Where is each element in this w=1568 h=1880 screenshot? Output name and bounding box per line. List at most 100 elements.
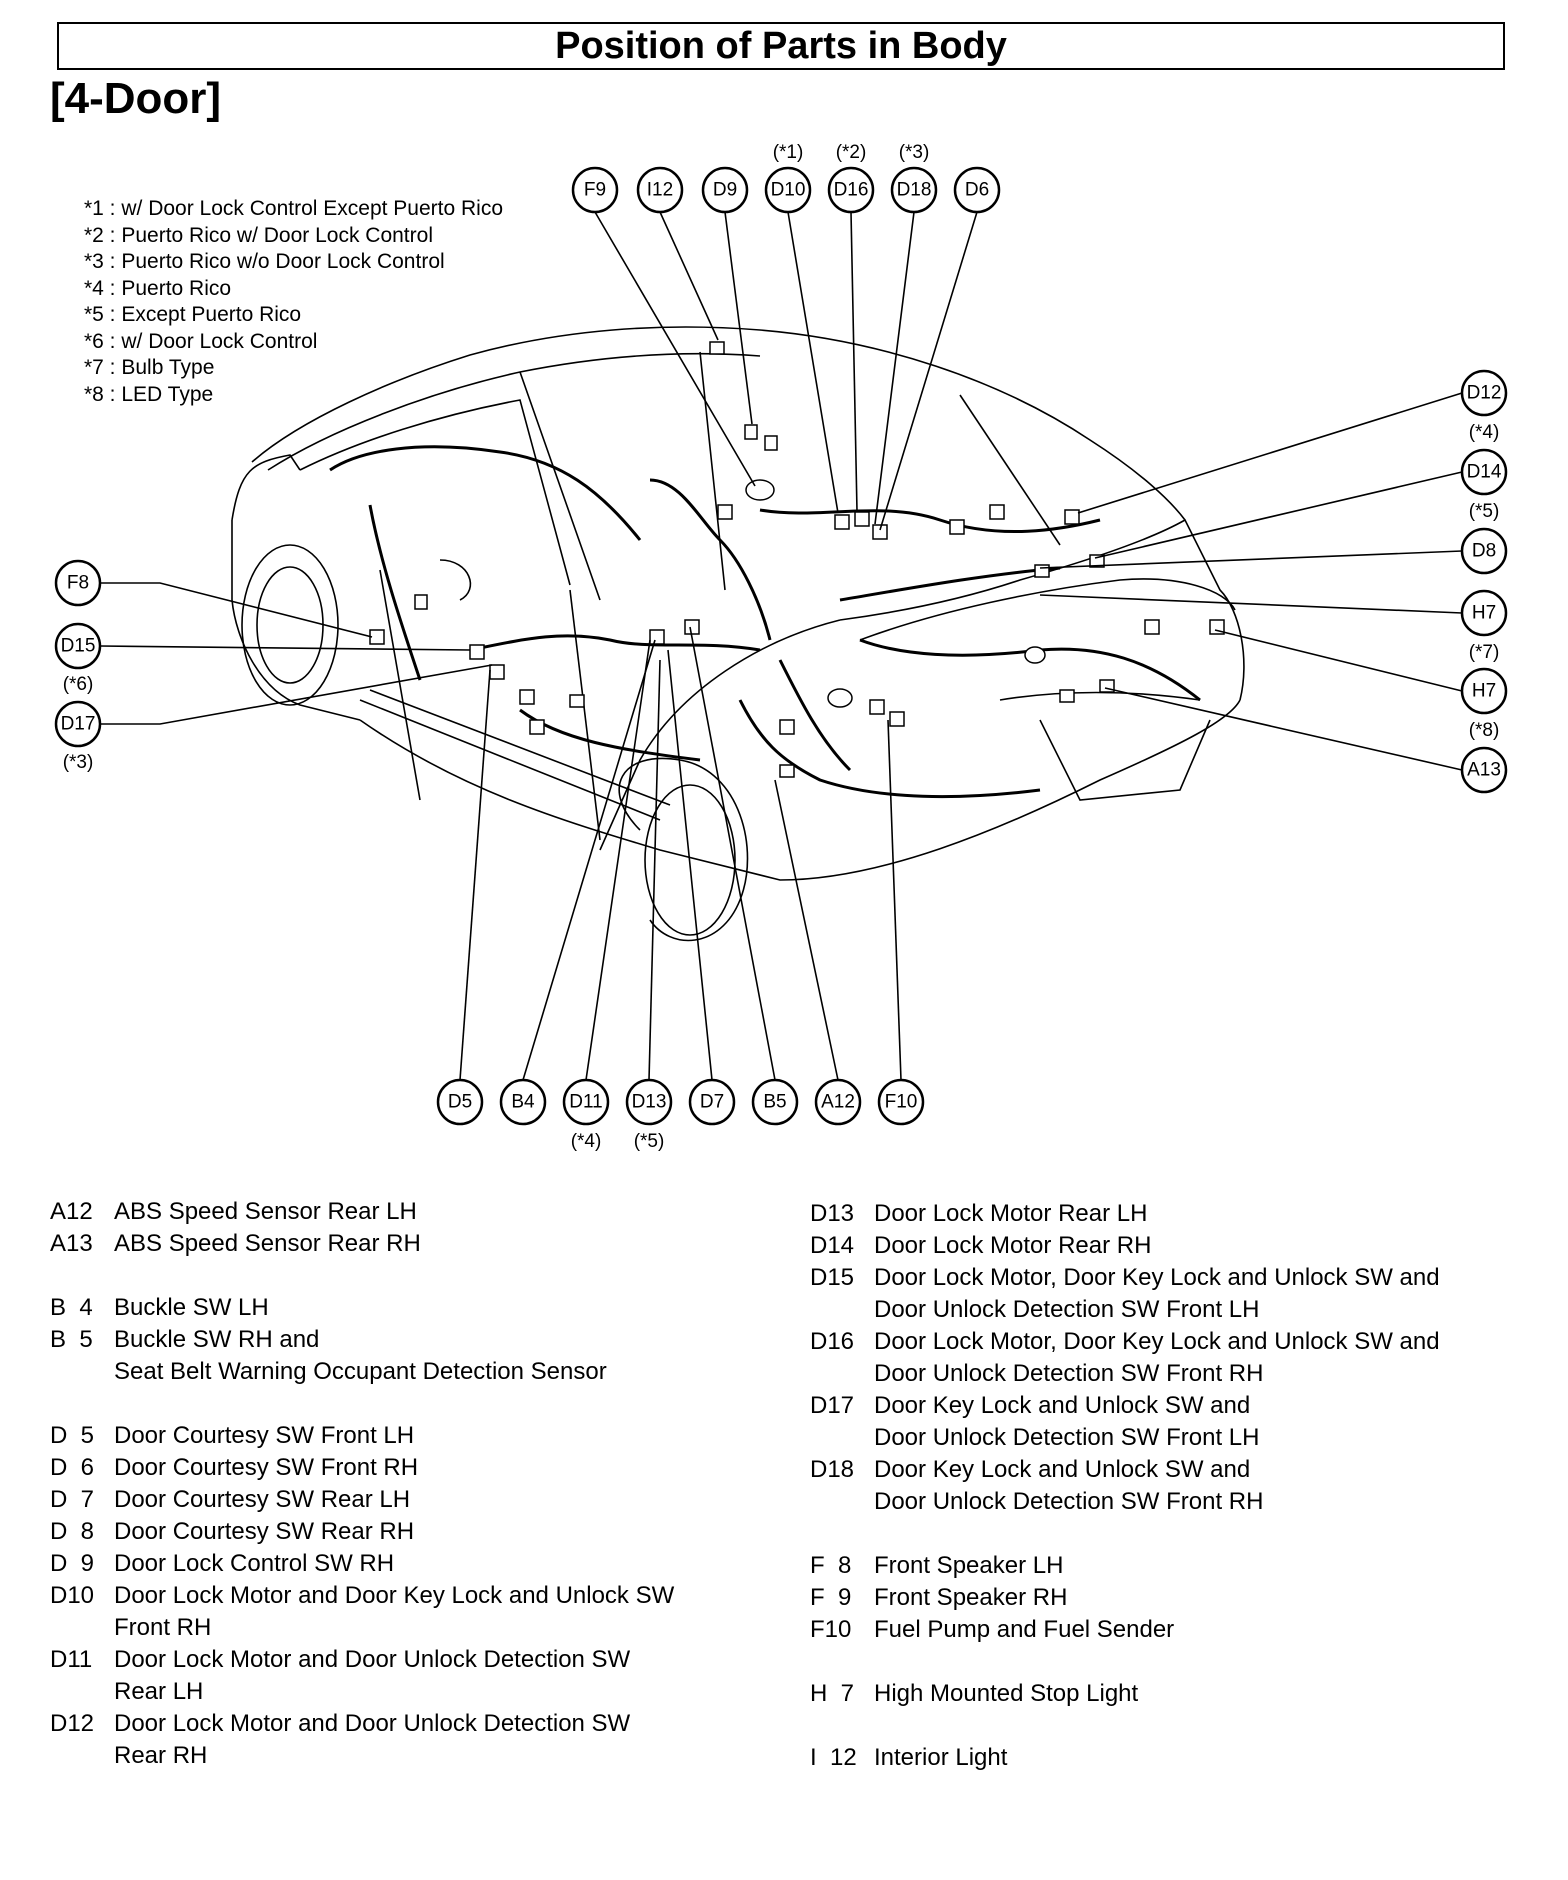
cond-D10: (*1) bbox=[773, 142, 804, 163]
svg-text:B5: B5 bbox=[763, 1092, 786, 1113]
car-body-diagram: F9 I12 D9 D10 D16 D18 D6 (*1) (*2) (*3) … bbox=[54, 142, 1508, 1152]
legend-entry: Seat Belt Warning Occupant Detection Sen… bbox=[50, 1356, 674, 1388]
svg-text:D5: D5 bbox=[448, 1092, 472, 1113]
legend-code: D14 bbox=[810, 1232, 855, 1259]
legend-entry: D13 Door Lock Motor Rear LH bbox=[810, 1198, 1440, 1230]
legend-entry: Door Unlock Detection SW Front RH bbox=[810, 1358, 1440, 1390]
legend-code: B 5 bbox=[50, 1326, 93, 1353]
legend-code: D15 bbox=[810, 1264, 855, 1291]
cond-D18: (*3) bbox=[899, 142, 930, 163]
svg-text:F10: F10 bbox=[885, 1092, 918, 1113]
svg-text:D11: D11 bbox=[569, 1092, 602, 1113]
legend-code: I 12 bbox=[810, 1744, 857, 1771]
cond-D16: (*2) bbox=[836, 142, 867, 163]
svg-text:D10: D10 bbox=[771, 180, 806, 201]
callout-A13: A13 bbox=[1460, 746, 1508, 794]
svg-text:I12: I12 bbox=[647, 180, 673, 201]
leader-lines bbox=[99, 211, 1463, 1081]
cond-D11: (*4) bbox=[571, 1131, 602, 1152]
callout-B4: B4 bbox=[499, 1078, 547, 1126]
legend-description: Door Courtesy SW Rear RH bbox=[114, 1518, 415, 1545]
legend-description: Front Speaker RH bbox=[874, 1584, 1068, 1611]
callout-D9: D9 bbox=[701, 166, 749, 214]
callout-B5: B5 bbox=[751, 1078, 799, 1126]
note-6: *6 : w/ Door Lock Control bbox=[84, 329, 318, 353]
svg-text:A13: A13 bbox=[1467, 760, 1501, 781]
legend-code: D 7 bbox=[50, 1486, 95, 1513]
callout-D16: D16 bbox=[827, 166, 875, 214]
callout-D18: D18 bbox=[890, 166, 938, 214]
legend-entry: D15 Door Lock Motor, Door Key Lock and Un… bbox=[810, 1262, 1440, 1294]
legend-code: D11 bbox=[50, 1646, 93, 1673]
cond-D17: (*3) bbox=[63, 752, 94, 773]
callout-A12: A12 bbox=[814, 1078, 862, 1126]
svg-text:D13: D13 bbox=[632, 1092, 667, 1113]
legend-entry: A12 ABS Speed Sensor Rear LH bbox=[50, 1196, 674, 1228]
svg-text:D7: D7 bbox=[700, 1092, 724, 1113]
condition-notes: *1 : w/ Door Lock Control Except Puerto … bbox=[84, 196, 503, 408]
note-3: *3 : Puerto Rico w/o Door Lock Control bbox=[84, 250, 445, 273]
legend-entry: Rear LH bbox=[50, 1676, 674, 1708]
svg-text:D9: D9 bbox=[713, 180, 737, 201]
legend-code: H 7 bbox=[810, 1680, 855, 1707]
legend-code bbox=[810, 1422, 874, 1454]
legend-description: Buckle SW RH and bbox=[114, 1326, 320, 1353]
legend-description: Rear LH bbox=[114, 1678, 204, 1705]
note-8: *8 : LED Type bbox=[84, 382, 214, 406]
legend-description: Door Lock Motor, Door Key Lock and Unloc… bbox=[874, 1328, 1440, 1355]
callout-F10: F10 bbox=[877, 1078, 925, 1126]
legend-description: ABS Speed Sensor Rear LH bbox=[114, 1198, 417, 1225]
legend-description: Front RH bbox=[114, 1614, 212, 1641]
legend-description: Rear RH bbox=[114, 1742, 208, 1769]
legend-gap bbox=[810, 1518, 1440, 1550]
legend-description: Door Lock Motor Rear LH bbox=[874, 1200, 1148, 1227]
cond-D15: (*6) bbox=[63, 674, 94, 695]
legend-code: D 6 bbox=[50, 1454, 95, 1481]
svg-text:D6: D6 bbox=[965, 180, 989, 201]
legend-description: Door Lock Motor Rear RH bbox=[874, 1232, 1152, 1259]
cond-D13: (*5) bbox=[634, 1131, 665, 1152]
page-subtitle: [4-Door] bbox=[50, 74, 222, 123]
svg-text:D16: D16 bbox=[834, 180, 869, 201]
legend-description: Door Lock Control SW RH bbox=[114, 1550, 395, 1577]
legend-code: A12 bbox=[50, 1198, 93, 1225]
callout-I12: I12 bbox=[636, 166, 684, 214]
legend-code bbox=[810, 1294, 874, 1326]
legend-description: Door Courtesy SW Front LH bbox=[114, 1422, 415, 1449]
legend-code: D18 bbox=[810, 1456, 855, 1483]
legend-entry: Door Unlock Detection SW Front LH bbox=[810, 1294, 1440, 1326]
legend-description: High Mounted Stop Light bbox=[874, 1680, 1139, 1707]
legend-description: Door Lock Motor and Door Key Lock and Un… bbox=[114, 1582, 675, 1609]
svg-text:A12: A12 bbox=[821, 1092, 855, 1113]
legend-description: Door Lock Motor, Door Key Lock and Unloc… bbox=[874, 1264, 1440, 1291]
legend-code: D13 bbox=[810, 1200, 855, 1227]
callout-F8: F8 bbox=[54, 559, 102, 607]
legend-entry: D 8 Door Courtesy SW Rear RH bbox=[50, 1516, 674, 1548]
callout-D5: D5 bbox=[436, 1078, 484, 1126]
legend-description: Door Unlock Detection SW Front LH bbox=[874, 1296, 1260, 1323]
svg-text:B4: B4 bbox=[511, 1092, 535, 1113]
legend-description: Fuel Pump and Fuel Sender bbox=[874, 1616, 1175, 1643]
cond-H7-bulb: (*7) bbox=[1469, 642, 1500, 663]
legend-code bbox=[810, 1358, 874, 1390]
legend-description: Door Lock Motor and Door Unlock Detectio… bbox=[114, 1710, 631, 1737]
callout-D7: D7 bbox=[688, 1078, 736, 1126]
legend-code bbox=[50, 1612, 114, 1644]
legend-description: Door Key Lock and Unlock SW and bbox=[874, 1392, 1251, 1419]
legend-code: B 4 bbox=[50, 1294, 93, 1321]
legend-code: D17 bbox=[810, 1392, 855, 1419]
note-1: *1 : w/ Door Lock Control Except Puerto … bbox=[84, 197, 504, 220]
legend-entry: B 5 Buckle SW RH and bbox=[50, 1324, 674, 1356]
legend-code: D 8 bbox=[50, 1518, 95, 1545]
